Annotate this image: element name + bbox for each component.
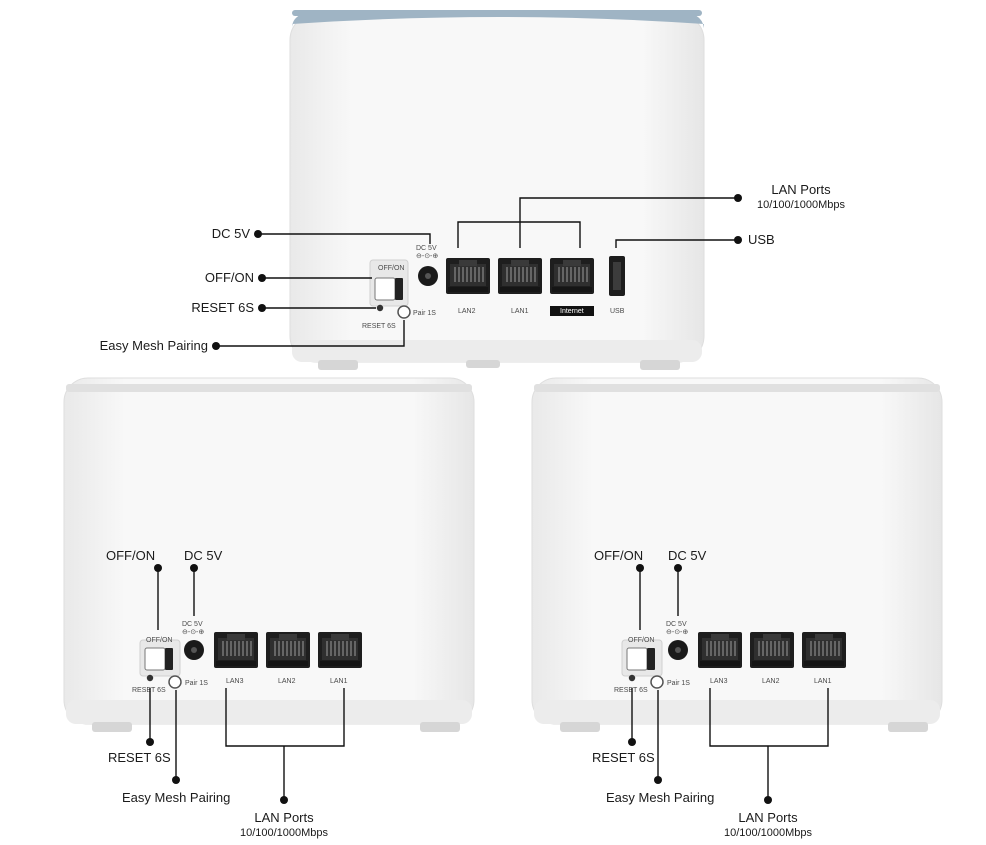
- pair-button: [397, 305, 411, 319]
- panel-power-label: OFF/ON: [628, 637, 654, 644]
- svg-text:⊖-⊙-⊕: ⊖-⊙-⊕: [416, 253, 438, 260]
- callout-lan-title: LAN Ports: [738, 810, 798, 825]
- panel-reset-label: RESET 6S: [132, 687, 166, 694]
- callout-power-right: OFF/ON: [594, 548, 644, 563]
- panel-pair-label: Pair 1S: [185, 680, 208, 687]
- panel-reset-label: RESET 6S: [362, 323, 396, 330]
- lan-port: [446, 258, 490, 294]
- panel-power-label: OFF/ON: [146, 637, 172, 644]
- callout-lan-left: LAN Ports 10/100/1000Mbps: [220, 810, 348, 840]
- callout-dc-left: DC 5V: [184, 548, 223, 563]
- panel-dc-label: DC 5V: [416, 245, 437, 252]
- callout-lan-speed: 10/100/1000Mbps: [239, 827, 329, 839]
- panel-port-label: LAN1: [330, 678, 348, 685]
- panel-reset-label: RESET 6S: [614, 687, 648, 694]
- panel-port-label: LAN2: [762, 678, 780, 685]
- router-top: OFF/ON DC 5V ⊖-⊙-⊕ RESET 6S Pair 1S LAN2…: [289, 10, 705, 370]
- router-left: OFF/ON DC 5V ⊖-⊙-⊕ RESET 6S Pair 1S LAN3…: [63, 377, 475, 732]
- callout-lan-speed: 10/100/1000Mbps: [756, 199, 846, 211]
- panel-port-label: LAN3: [710, 678, 728, 685]
- panel-port-label: LAN3: [226, 678, 244, 685]
- panel-pair-label: Pair 1S: [413, 310, 436, 317]
- callout-power-left: OFF/ON: [106, 548, 156, 563]
- callout-reset-left: RESET 6S: [108, 750, 171, 765]
- internet-port: [550, 258, 594, 294]
- callout-lines: [149, 197, 829, 800]
- callout-dc-top: DC 5V: [211, 226, 250, 241]
- panel-port-label: LAN2: [278, 678, 296, 685]
- callout-dots: [146, 194, 772, 804]
- panel-power-label: OFF/ON: [378, 265, 404, 272]
- reset-hole: [376, 304, 384, 312]
- callout-lan-speed: 10/100/1000Mbps: [723, 827, 813, 839]
- panel-port-label: LAN1: [511, 308, 529, 315]
- top-trim: [292, 10, 702, 16]
- lan-port: [498, 258, 542, 294]
- panel-port-label: LAN2: [458, 308, 476, 315]
- panel-usb-label: USB: [610, 308, 625, 315]
- callout-lan-top: LAN Ports 10/100/1000Mbps: [740, 182, 862, 212]
- panel-port-label: Internet: [560, 308, 584, 315]
- callout-pair-top: Easy Mesh Pairing: [99, 338, 208, 353]
- callout-reset-top: RESET 6S: [191, 300, 254, 315]
- router-right: OFF/ON DC 5V ⊖-⊙-⊕ RESET 6S Pair 1S LAN3…: [531, 377, 943, 732]
- callout-lan-title: LAN Ports: [254, 810, 314, 825]
- callout-usb-top: USB: [748, 232, 775, 247]
- callout-power-top: OFF/ON: [204, 270, 254, 285]
- callout-pair-left: Easy Mesh Pairing: [122, 790, 231, 805]
- svg-text:⊖-⊙-⊕: ⊖-⊙-⊕: [182, 629, 204, 636]
- callout-lan-title: LAN Ports: [771, 182, 831, 197]
- callout-reset-right: RESET 6S: [592, 750, 655, 765]
- callout-dc-right: DC 5V: [668, 548, 707, 563]
- svg-text:⊖-⊙-⊕: ⊖-⊙-⊕: [666, 629, 688, 636]
- panel-port-label: LAN1: [814, 678, 832, 685]
- panel-pair-label: Pair 1S: [667, 680, 690, 687]
- power-switch: [374, 277, 396, 301]
- panel-dc-label: DC 5V: [666, 621, 687, 628]
- callout-lan-right: LAN Ports 10/100/1000Mbps: [704, 810, 832, 840]
- callout-pair-right: Easy Mesh Pairing: [606, 790, 715, 805]
- panel-dc-label: DC 5V: [182, 621, 203, 628]
